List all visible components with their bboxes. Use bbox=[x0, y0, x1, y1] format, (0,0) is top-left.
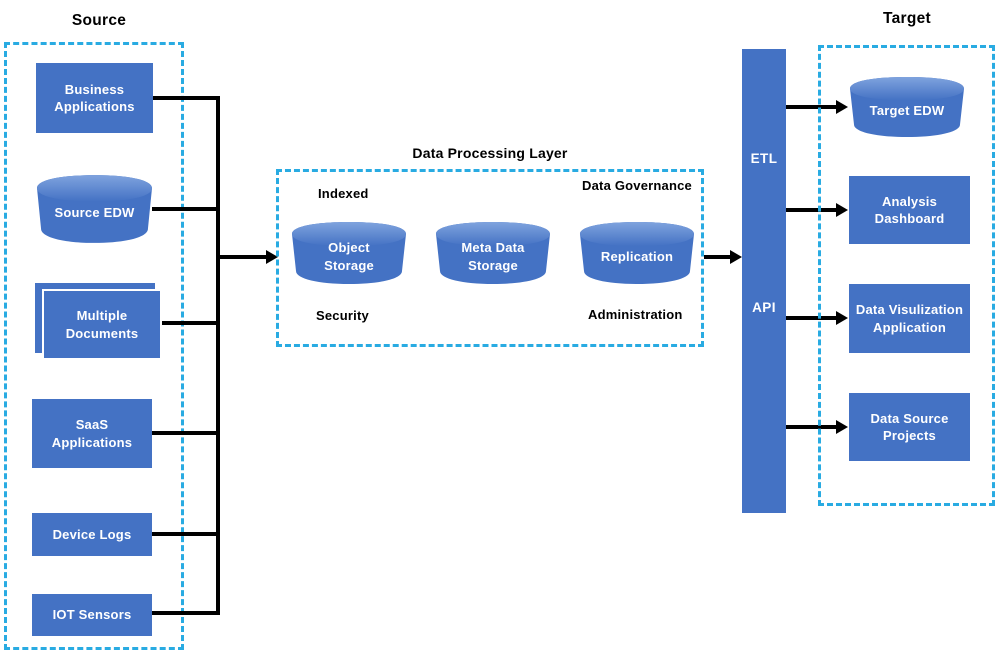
node-saas-applications: SaaS Applications bbox=[32, 399, 152, 468]
node-device-logs-label: Device Logs bbox=[52, 526, 132, 542]
node-object-storage-label: Object Storage bbox=[324, 240, 374, 273]
connector-iot-sensors bbox=[151, 611, 220, 615]
cylinder-shape bbox=[850, 76, 964, 138]
node-multiple-documents: Multiple Documents bbox=[42, 289, 162, 360]
cylinder-shape bbox=[436, 222, 550, 284]
source-group-title: Source bbox=[71, 12, 127, 29]
connector-device-logs bbox=[151, 532, 220, 536]
processing-label-data-governance: Data Governance bbox=[582, 178, 692, 193]
arrow-head-pipeline-to-data-visulization bbox=[836, 311, 848, 325]
node-analysis-dashboard-label: Analysis Dashboard bbox=[874, 193, 945, 226]
arrow-pipeline-to-analysis-dashboard bbox=[786, 208, 836, 212]
node-data-visulization-application: Data Visulization Application bbox=[849, 284, 970, 353]
arrow-pipeline-to-target-edw bbox=[786, 105, 836, 109]
node-object-storage: Object Storage bbox=[290, 221, 408, 285]
node-iot-sensors: IOT Sensors bbox=[32, 594, 152, 636]
cylinder-shape bbox=[292, 222, 406, 284]
node-iot-sensors-label: IOT Sensors bbox=[52, 607, 132, 623]
connector-trunk-line bbox=[216, 96, 220, 615]
connector-business-applications bbox=[152, 96, 220, 100]
pipeline-bar: ETL API bbox=[742, 49, 786, 513]
node-source-edw-label: Source EDW bbox=[54, 204, 135, 220]
arrow-head-pipeline-to-target-edw bbox=[836, 100, 848, 114]
processing-label-security: Security bbox=[316, 308, 369, 323]
arrow-head-processing-to-pipeline bbox=[730, 250, 742, 264]
node-replication: Replication bbox=[578, 221, 696, 285]
node-business-applications: Business Applications bbox=[36, 63, 153, 133]
pipeline-label-api: API bbox=[752, 300, 776, 315]
node-data-visulization-application-label: Data Visulization Application bbox=[855, 302, 964, 335]
source-group-box bbox=[4, 42, 184, 650]
node-meta-data-storage-label: Meta Data Storage bbox=[461, 240, 525, 273]
processing-label-administration: Administration bbox=[588, 307, 683, 322]
pipeline-label-etl: ETL bbox=[750, 151, 778, 166]
node-target-edw: Target EDW bbox=[848, 76, 966, 138]
processing-layer-title: Data Processing Layer bbox=[412, 145, 568, 161]
node-data-source-projects: Data Source Projects bbox=[849, 393, 970, 461]
processing-label-indexed: Indexed bbox=[318, 186, 369, 201]
node-device-logs: Device Logs bbox=[32, 513, 152, 556]
connector-saas-applications bbox=[151, 431, 220, 435]
node-multiple-documents-label: Multiple Documents bbox=[65, 308, 139, 341]
connector-multiple-documents bbox=[161, 321, 220, 325]
cylinder-shape bbox=[37, 175, 152, 243]
arrow-pipeline-to-data-source-projects bbox=[786, 425, 836, 429]
node-source-edw: Source EDW bbox=[35, 174, 154, 244]
arrow-source-to-processing bbox=[218, 255, 266, 259]
node-saas-applications-label: SaaS Applications bbox=[51, 417, 133, 450]
arrow-processing-to-pipeline bbox=[704, 255, 730, 259]
target-group-title: Target bbox=[882, 10, 932, 27]
arrow-head-pipeline-to-data-source-projects bbox=[836, 420, 848, 434]
node-target-edw-label: Target EDW bbox=[869, 102, 945, 118]
cylinder-shape bbox=[580, 222, 694, 284]
node-analysis-dashboard: Analysis Dashboard bbox=[849, 176, 970, 244]
arrow-pipeline-to-data-visulization bbox=[786, 316, 836, 320]
processing-layer-box bbox=[276, 169, 704, 347]
arrow-head-pipeline-to-analysis-dashboard bbox=[836, 203, 848, 217]
target-group-box bbox=[818, 45, 995, 506]
arrow-head-source-to-processing bbox=[266, 250, 278, 264]
node-replication-label: Replication bbox=[600, 248, 674, 264]
connector-source-edw bbox=[152, 207, 220, 211]
node-data-source-projects-label: Data Source Projects bbox=[870, 410, 949, 443]
node-meta-data-storage: Meta Data Storage bbox=[434, 221, 552, 285]
node-business-applications-label: Business Applications bbox=[54, 81, 135, 114]
